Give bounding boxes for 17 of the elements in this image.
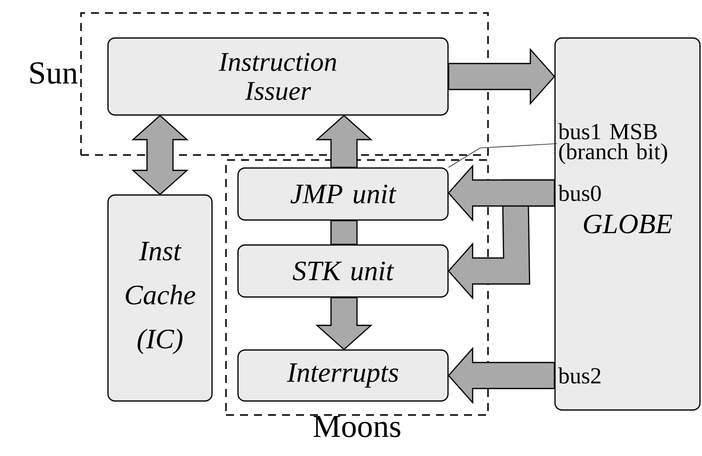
port-label: bus2 (558, 367, 600, 384)
leader-line (448, 143, 558, 168)
unit-box: Inst Cache (IC) (107, 194, 213, 402)
block-arrow (315, 114, 373, 168)
block-arrow (330, 220, 358, 245)
unit-box: Interrupts (237, 349, 449, 402)
block-arrow (315, 297, 373, 350)
block-arrow (448, 48, 556, 106)
port-label: bus1 MSB (branch bit) (558, 123, 668, 164)
port-label: bus0 (558, 184, 601, 202)
node-label: Sun (30, 62, 78, 84)
block-arrow (448, 164, 555, 222)
unit-box: Instruction Issuer (107, 37, 449, 116)
block-arrow (448, 346, 555, 404)
unit-box: STK unit (237, 244, 449, 298)
unit-box: JMP unit (237, 167, 449, 221)
node-label: Moons (313, 416, 400, 438)
